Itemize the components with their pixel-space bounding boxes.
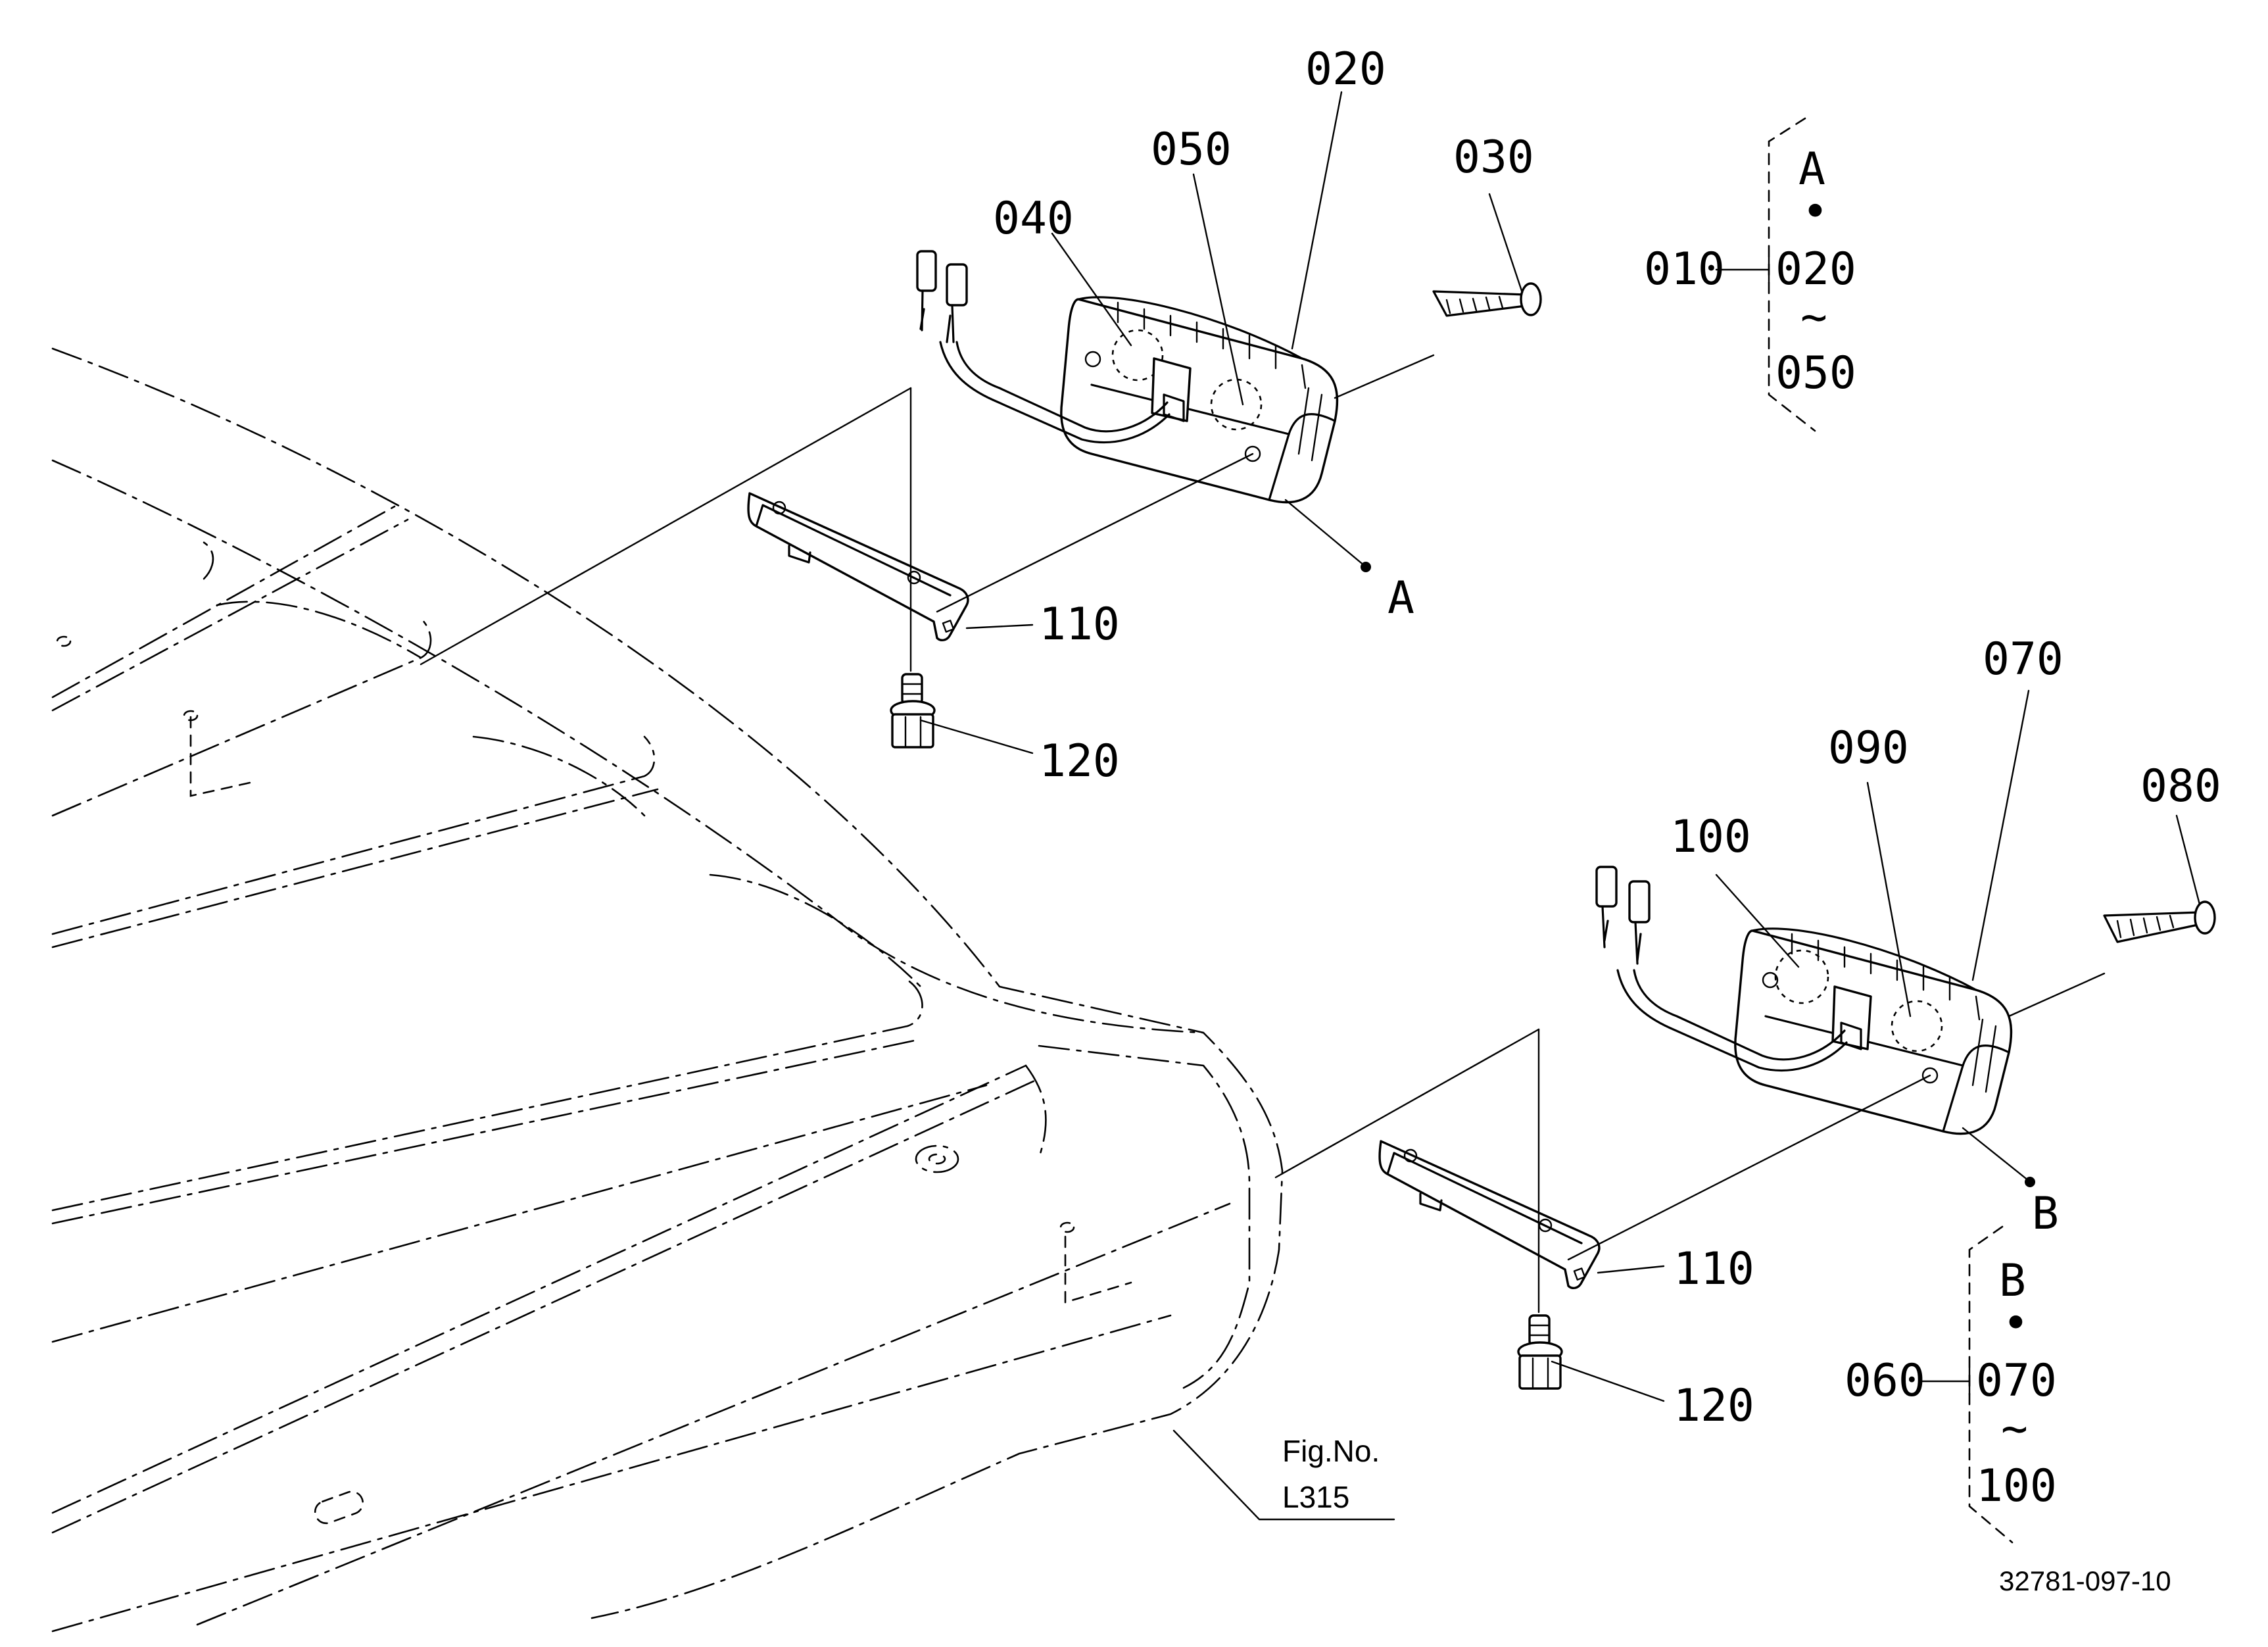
group-a-text: A • 010 020 ~ 050 xyxy=(1644,143,1856,399)
label-ref-b: B xyxy=(2032,1188,2059,1240)
label-120-top: 120 xyxy=(1039,735,1120,787)
label-110-top: 110 xyxy=(1039,599,1120,651)
group-b-dot: • xyxy=(2002,1298,2029,1350)
group-bracket-b xyxy=(1919,1225,2014,1544)
lamp-assembly-a xyxy=(420,250,1542,749)
label-030: 030 xyxy=(1453,132,1534,184)
group-a-dot: • xyxy=(1802,186,1829,238)
group-b-parent: 060 xyxy=(1845,1355,1925,1407)
group-b-tilde: ~ xyxy=(2001,1403,2028,1455)
group-a-from: 020 xyxy=(1775,243,1856,295)
label-120-bottom: 120 xyxy=(1674,1380,1754,1432)
label-040: 040 xyxy=(993,193,1074,245)
group-b-to: 100 xyxy=(1976,1460,2057,1512)
figure-reference: Fig.No. L315 xyxy=(1282,1434,1380,1514)
group-bracket-a xyxy=(1715,117,1816,432)
group-b-from: 070 xyxy=(1976,1355,2057,1407)
label-080: 080 xyxy=(2140,760,2221,812)
group-a-key: A xyxy=(1798,143,1825,195)
label-050: 050 xyxy=(1151,124,1232,176)
lamp-assembly-b xyxy=(1274,866,2216,1390)
label-090: 090 xyxy=(1828,722,1909,774)
part-labels: 020 050 040 030 110 120 A 070 090 100 08… xyxy=(993,43,2221,1432)
ref-point-a xyxy=(1361,562,1371,572)
drawing-number: 32781-097-10 xyxy=(1999,1565,2171,1596)
group-a-parent: 010 xyxy=(1644,243,1725,295)
label-110-bottom: 110 xyxy=(1674,1243,1754,1295)
label-020: 020 xyxy=(1305,43,1386,95)
figure-ref-line2: L315 xyxy=(1282,1480,1349,1514)
figure-ref-line1: Fig.No. xyxy=(1282,1434,1380,1468)
group-a-tilde: ~ xyxy=(1800,291,1827,343)
label-100: 100 xyxy=(1670,811,1751,863)
hood-outline xyxy=(51,347,1284,1633)
group-a-to: 050 xyxy=(1775,347,1856,399)
group-b-text: B • 060 070 ~ 100 xyxy=(1845,1255,2057,1512)
group-b-key: B xyxy=(1999,1255,2026,1307)
ref-point-b xyxy=(2025,1177,2035,1187)
label-070: 070 xyxy=(1983,633,2063,685)
leader-lines xyxy=(919,91,2201,1521)
label-ref-a: A xyxy=(1387,572,1414,624)
